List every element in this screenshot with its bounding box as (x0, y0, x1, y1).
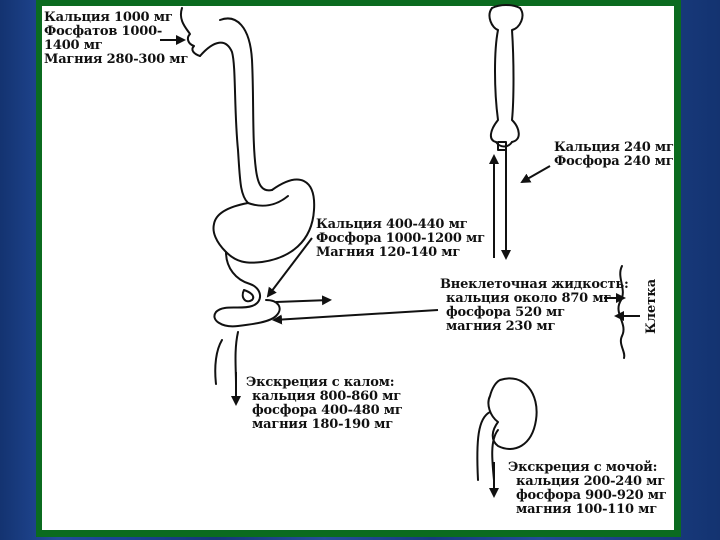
intestine-inner (241, 289, 255, 303)
absorption-line-1: Кальция 400-440 мг (316, 217, 468, 232)
cell-label: Клетка (644, 278, 659, 334)
bone-label: Кальция 240 мг Фосфора 240 мг (554, 141, 674, 169)
extracellular-line-4: магния 230 мг (446, 319, 556, 334)
bone-line-1: Кальция 240 мг (554, 140, 674, 155)
intake-line-1: Кальция 1000 мг (44, 10, 173, 25)
urine-line-3: фосфора 900-920 мг (516, 488, 667, 503)
fecal-line-2: кальция 800-860 мг (252, 389, 402, 404)
stomach-inner (247, 195, 289, 207)
absorption-label: Кальция 400-440 мг Фосфора 1000-1200 мг … (316, 218, 485, 260)
intake-line-2: Фосфатов 1000- (44, 24, 163, 39)
urine-line-4: магния 100-110 мг (516, 502, 658, 517)
bone-outline-right (511, 7, 524, 143)
rectum-left (214, 339, 223, 385)
bone-outline-left (488, 7, 499, 143)
fecal-line-1: Экскреция с калом: (246, 375, 395, 390)
absorption-line-2: Фосфора 1000-1200 мг (316, 231, 485, 246)
kidney-outline (487, 377, 538, 450)
slide-paper (42, 6, 674, 530)
bone-label-arrow (520, 165, 551, 183)
bone-top (491, 4, 521, 9)
absorption-arrow (275, 295, 332, 306)
urine-label: Экскреция с мочой: кальция 200-240 мг фо… (508, 461, 667, 517)
extracellular-line-3: фосфора 520 мг (446, 305, 565, 320)
urine-line-2: кальция 200-240 мг (516, 474, 666, 489)
absorption-label-arrow (266, 237, 313, 298)
ureter-left (476, 411, 491, 481)
fecal-label: Экскреция с калом: кальция 800-860 мг фо… (246, 376, 403, 432)
absorption-line-3: Магния 120-140 мг (316, 245, 461, 260)
intake-line-3: 1400 мг (44, 38, 103, 53)
urine-line-1: Экскреция с мочой: (508, 460, 658, 475)
stomach-outline (212, 178, 316, 264)
fecal-line-3: фосфора 400-480 мг (252, 403, 403, 418)
esophagus-right-wall (219, 17, 273, 192)
esophagus-left-wall (199, 41, 249, 204)
bone-joint (497, 141, 507, 151)
intake-label: Кальция 1000 мг Фосфатов 1000- 1400 мг М… (44, 11, 188, 67)
fecal-line-4: магния 180-190 мг (252, 417, 394, 432)
bone-line-2: Фосфора 240 мг (554, 154, 674, 169)
extracellular-line-2: кальция около 870 мг (446, 291, 612, 306)
extracellular-label: Внеклеточная жидкость: кальция около 870… (440, 278, 629, 334)
intake-line-4: Магния 280-300 мг (44, 52, 189, 67)
extracellular-line-1: Внеклеточная жидкость: (440, 277, 629, 292)
mouth-outline (180, 7, 201, 57)
secretion-arrow (272, 309, 439, 325)
